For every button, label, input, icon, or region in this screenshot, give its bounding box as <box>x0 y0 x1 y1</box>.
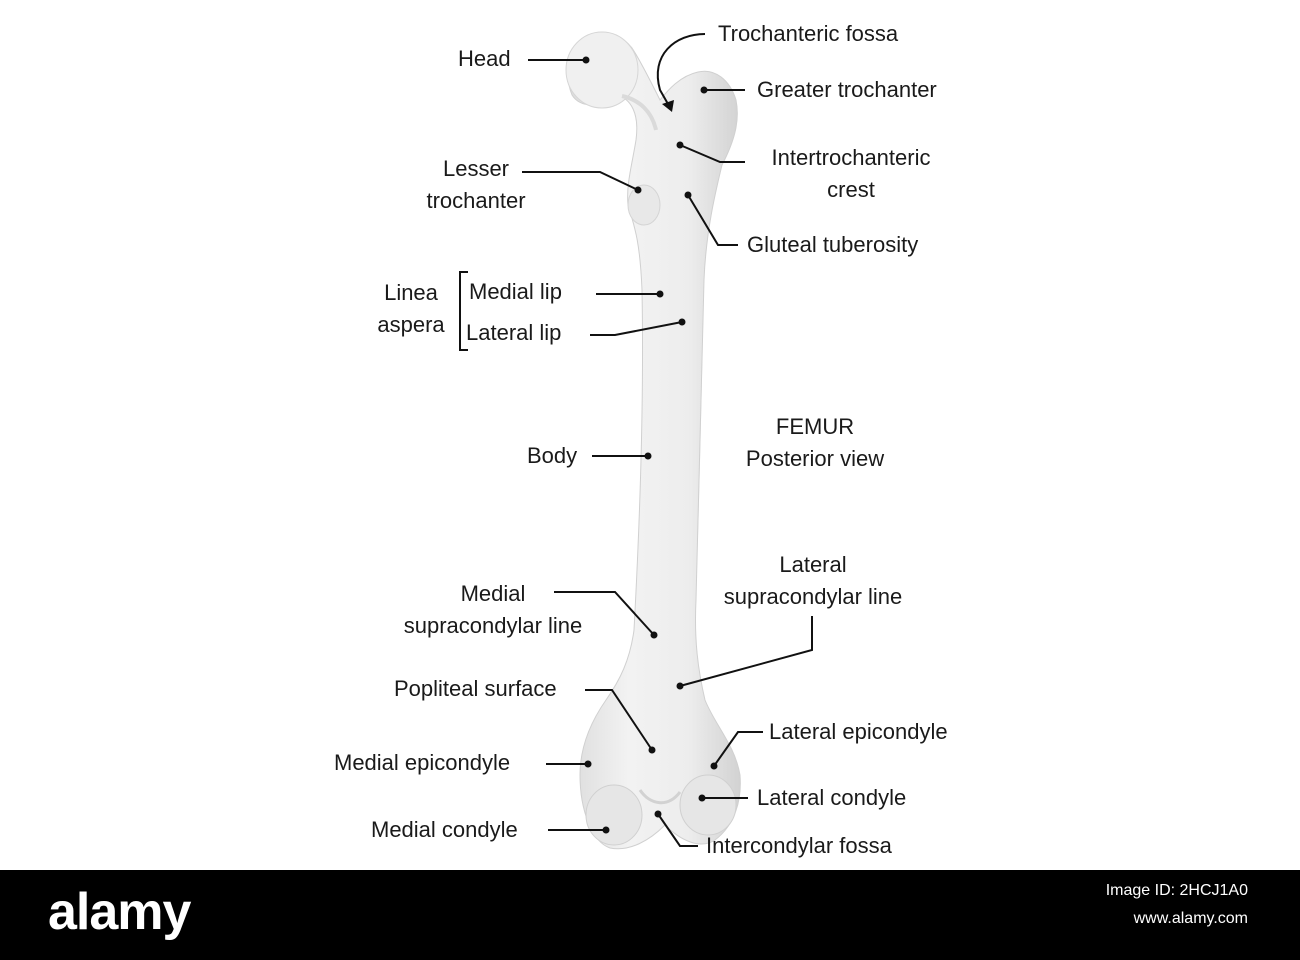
label-lateral-epicondyle: Lateral epicondyle <box>769 719 948 744</box>
dot-lateral-epicondyle <box>710 762 718 770</box>
femoral-head <box>565 31 639 109</box>
femur-outline <box>567 33 741 850</box>
label-lesser-trochanter-line2: trochanter <box>426 188 526 213</box>
dot-medial-epicondyle <box>584 760 592 768</box>
leader-intercondylar-fossa <box>657 813 698 847</box>
label-medial-condyle: Medial condyle <box>371 817 518 842</box>
label-lateral-supracondylar-line2: supracondylar line <box>723 584 903 609</box>
dot-gluteal-tuberosity <box>684 191 692 199</box>
leader-lines <box>522 59 813 847</box>
dot-greater-trochanter <box>700 86 708 94</box>
medial-condyle-shape <box>585 784 643 846</box>
lateral-condyle-shape <box>679 774 737 836</box>
label-lesser-trochanter-line1: Lesser <box>442 156 510 181</box>
label-intertrochanteric-crest-line1: Intertrochanteric <box>771 145 931 170</box>
dot-intercondylar-fossa <box>654 810 662 818</box>
trochanteric-fossa-arrow <box>656 33 706 112</box>
dot-medial-supracondylar <box>650 631 658 639</box>
lesser-trochanter-shape <box>627 184 661 226</box>
label-gluteal-tuberosity: Gluteal tuberosity <box>747 232 919 257</box>
leader-popliteal-surface <box>585 689 653 751</box>
femur-diagram <box>459 31 813 850</box>
leader-medial-supracondylar <box>554 591 655 636</box>
diagram-canvas: Head Trochanteric fossa Greater trochant… <box>334 21 948 858</box>
label-medial-supracondylar-line1: Medial <box>460 581 526 606</box>
label-intertrochanteric-crest-line2: crest <box>827 177 875 202</box>
dot-medial-condyle <box>602 826 610 834</box>
title-line1: FEMUR <box>775 414 855 439</box>
title-line2: Posterior view <box>745 446 885 471</box>
label-lateral-condyle: Lateral condyle <box>757 785 907 810</box>
label-medial-epicondyle: Medial epicondyle <box>334 750 511 775</box>
label-greater-trochanter: Greater trochanter <box>757 77 937 102</box>
label-intercondylar-fossa: Intercondylar fossa <box>706 833 892 858</box>
leader-lateral-lip <box>590 321 683 336</box>
dot-popliteal-surface <box>648 746 656 754</box>
linea-aspera-bracket <box>459 271 468 351</box>
leader-lateral-supracondylar <box>679 616 813 687</box>
leader-lesser-trochanter <box>522 171 639 191</box>
dot-head <box>582 56 590 64</box>
dot-medial-lip <box>656 290 664 298</box>
leader-dots <box>582 56 718 834</box>
label-medial-lip: Medial lip <box>469 279 562 304</box>
label-lateral-lip: Lateral lip <box>466 320 562 345</box>
dot-lesser-trochanter <box>634 186 642 194</box>
label-linea-aspera-line1: Linea <box>384 280 438 305</box>
dot-lateral-supracondylar <box>676 682 684 690</box>
leader-intertrochanteric-crest <box>679 144 745 163</box>
label-popliteal-surface: Popliteal surface <box>394 676 557 701</box>
leader-gluteal-tuberosity <box>687 194 738 246</box>
intercondylar-notch <box>638 789 682 805</box>
label-medial-supracondylar-line2: supracondylar line <box>403 613 583 638</box>
label-head: Head <box>458 46 511 71</box>
image-id-text: Image ID: 2HCJ1A0 <box>1105 882 1248 899</box>
leader-lateral-epicondyle <box>713 731 763 767</box>
dot-lateral-condyle <box>698 794 706 802</box>
watermark-footer: alamy Image ID: 2HCJ1A0 www.alamy.com <box>0 870 1300 960</box>
label-linea-aspera-line2: aspera <box>377 312 445 337</box>
source-url-text: www.alamy.com <box>1133 910 1248 927</box>
dot-lateral-lip <box>678 318 686 326</box>
dot-body <box>644 452 652 460</box>
alamy-logo: alamy <box>48 883 191 941</box>
neck-shadow <box>621 94 658 131</box>
label-trochanteric-fossa: Trochanteric fossa <box>718 21 899 46</box>
label-body: Body <box>527 443 578 468</box>
label-lateral-supracondylar-line1: Lateral <box>779 552 847 577</box>
dot-intertrochanteric-crest <box>676 141 684 149</box>
